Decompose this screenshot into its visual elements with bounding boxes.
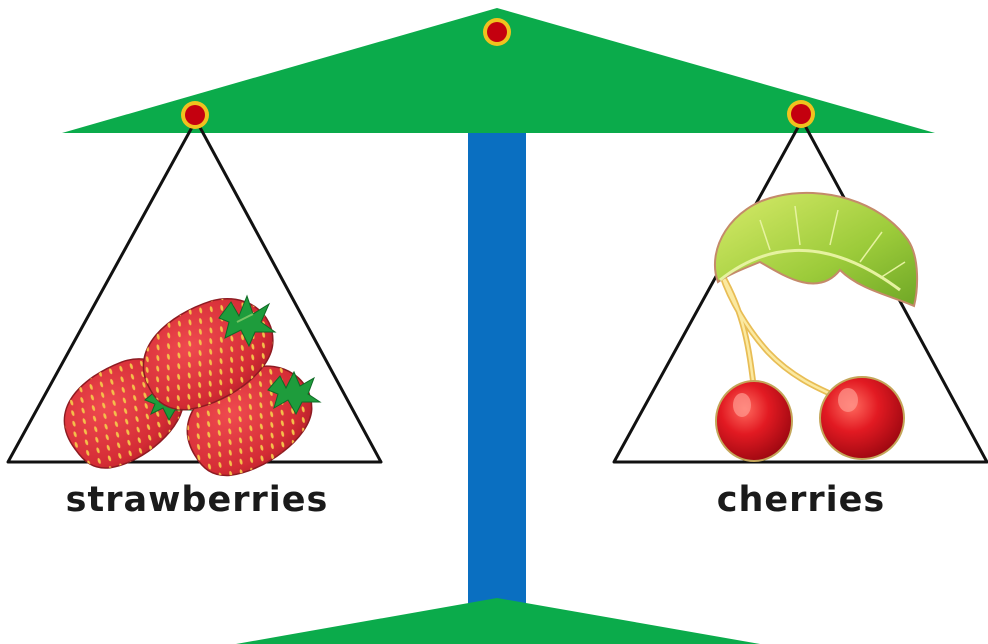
cherry-icon xyxy=(716,381,792,461)
right-pan-label: cherries xyxy=(601,470,988,530)
pivot-top xyxy=(483,18,511,46)
cherry-icon xyxy=(820,377,904,459)
scale-base xyxy=(236,598,760,644)
scale-post xyxy=(468,130,526,644)
pivot-right xyxy=(787,100,815,128)
cherry-leaf-icon xyxy=(715,193,917,306)
right-pan xyxy=(614,120,987,462)
pivot-left xyxy=(181,101,209,129)
cherry-group xyxy=(715,193,917,461)
left-pan-label: strawberries xyxy=(0,470,397,530)
